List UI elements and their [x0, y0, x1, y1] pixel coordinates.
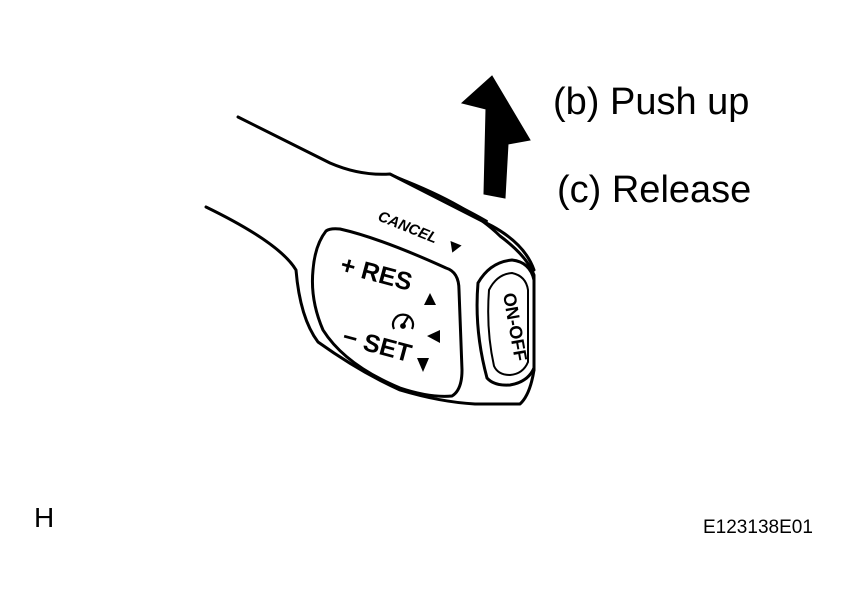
- lever-arm-upper-edge: [236, 115, 536, 272]
- release-callout: (c) Release: [557, 169, 752, 211]
- res-arrow-icon: [424, 293, 436, 305]
- lever-arm-lower-edge: [204, 205, 536, 406]
- figure-letter: H: [34, 502, 55, 533]
- onoff-button: [475, 258, 536, 387]
- cancel-arrow-icon: [450, 241, 462, 253]
- cancel-marking: CANCEL: [376, 208, 462, 253]
- engage-arrow-icon: [427, 330, 440, 343]
- res-label: + RES: [337, 251, 415, 297]
- arrow-up-icon: [460, 75, 531, 199]
- switch-head-top-line: [394, 175, 488, 222]
- push-up-callout: (b) Push up: [553, 81, 750, 123]
- speedometer-icon: [391, 313, 415, 330]
- figure-code: E123138E01: [703, 517, 813, 538]
- set-arrow-icon: [417, 358, 429, 372]
- switch-face-panel: [311, 227, 464, 398]
- res-marking: + RES: [337, 251, 415, 297]
